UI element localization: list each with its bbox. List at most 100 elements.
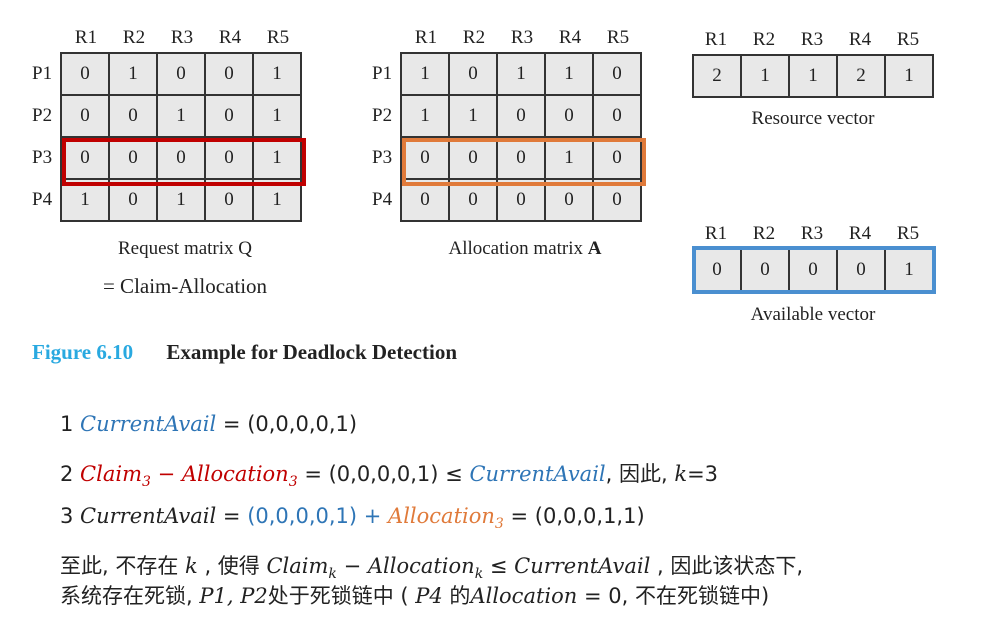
matrix-cell: 0: [62, 96, 108, 136]
available-grid: 0 0 0 0 1: [692, 248, 934, 292]
col-header: R5: [266, 27, 290, 48]
col-header: R3: [510, 27, 534, 48]
matrix-cell: 1: [254, 138, 300, 178]
matrix-cell: 0: [594, 54, 640, 94]
minus-sign: −: [150, 462, 182, 486]
process-name: P4: [415, 584, 443, 608]
request-caption: Request matrix Q: [117, 238, 253, 259]
matrix-cell: 1: [498, 54, 544, 94]
allocation-caption-text: Allocation matrix: [448, 238, 588, 259]
resource-grid: 2 1 1 2 1: [692, 54, 934, 98]
col-header: R4: [218, 27, 242, 48]
matrix-cell: 1: [450, 96, 496, 136]
matrix-cell: 0: [158, 138, 204, 178]
col-header: R4: [558, 27, 582, 48]
matrix-cell: 0: [110, 138, 156, 178]
allocation-caption: Allocation matrix A: [395, 238, 655, 260]
col-header: R3: [800, 223, 824, 244]
vector-cell: 2: [838, 56, 884, 96]
vector-cell: 0: [742, 250, 788, 290]
col-header: R3: [800, 29, 824, 50]
col-header: R5: [896, 223, 920, 244]
step-1: 1 CurrentAvail = (0,0,0,0,1): [60, 412, 357, 436]
vector-cell: 0: [694, 250, 740, 290]
step-2: 2 Claim3 − Allocation3 = (0,0,0,0,1) ≤ C…: [60, 458, 718, 490]
figure-number: Figure 6.10: [32, 340, 134, 364]
minus-sign: −: [336, 554, 368, 578]
vector-cell: 2: [694, 56, 740, 96]
matrix-cell: 0: [546, 96, 592, 136]
conclusion-text: 系统存在死锁,: [60, 584, 200, 608]
conclusion-line-1: 至此, 不存在 k , 使得 Claimk − Allocationk ≤ Cu…: [60, 550, 803, 582]
process-names: P1, P2: [199, 584, 268, 608]
col-header: R1: [74, 27, 98, 48]
row-header: P3: [32, 147, 53, 168]
col-header: R1: [704, 223, 728, 244]
allocation-term: Allocation3: [388, 504, 504, 532]
matrix-cell: 0: [110, 96, 156, 136]
k-var: k: [674, 462, 688, 486]
claim-text: Claim: [80, 462, 142, 486]
matrix-cell: 0: [498, 96, 544, 136]
allocation-grid: 1 0 1 1 0 1 1 0 0 0 0 0 0 1 0 0 0 0 0 0: [400, 52, 642, 222]
figure-title: Example for Deadlock Detection: [166, 340, 458, 364]
matrix-cell: 0: [450, 138, 496, 178]
col-header: R2: [122, 27, 146, 48]
matrix-cell: 0: [450, 180, 496, 220]
matrix-cell: 1: [546, 138, 592, 178]
current-avail-term: CurrentAvail: [514, 554, 651, 578]
matrix-cell: 1: [402, 96, 448, 136]
matrix-cell: 1: [254, 96, 300, 136]
vector-cell: 1: [790, 56, 836, 96]
available-col-headers: R1 R2 R3 R4 R5: [692, 222, 932, 246]
conclusion-line-2: 系统存在死锁, P1, P2处于死锁链中 ( P4 的Allocation = …: [60, 580, 769, 610]
claim-subscript: k: [328, 566, 337, 582]
col-header: R5: [606, 27, 630, 48]
vector-cell: 1: [886, 250, 932, 290]
vector-cell: 1: [742, 56, 788, 96]
row-header: P3: [372, 147, 393, 168]
conclusion-text: 处于死锁链中 (: [267, 584, 416, 608]
vector-cell: 1: [886, 56, 932, 96]
matrix-cell: 0: [206, 96, 252, 136]
step-number: 1: [60, 412, 81, 436]
matrix-cell: 0: [402, 180, 448, 220]
current-avail-term: CurrentAvail: [80, 504, 217, 528]
matrix-cell: 0: [594, 96, 640, 136]
step-eq: = (0,0,0,0,1) ≤: [297, 462, 470, 486]
request-col-headers: R1 R2 R3 R4 R5: [62, 26, 302, 50]
current-avail-term: CurrentAvail: [469, 462, 606, 486]
col-header: R1: [414, 27, 438, 48]
vector-cell: 0: [838, 250, 884, 290]
resource-caption: Resource vector: [751, 108, 875, 129]
matrix-cell: 1: [110, 54, 156, 94]
step-3: 3 CurrentAvail = (0,0,0,0,1) + Allocatio…: [60, 504, 645, 532]
figure-caption: Figure 6.10 Example for Deadlock Detecti…: [32, 340, 457, 365]
matrix-cell: 0: [206, 138, 252, 178]
allocation-subscript: 3: [288, 474, 298, 490]
matrix-cell: 1: [402, 54, 448, 94]
matrix-cell: 0: [110, 180, 156, 220]
matrix-cell: 0: [158, 54, 204, 94]
conclusion-text: 至此, 不存在: [60, 554, 186, 578]
matrix-cell: 0: [206, 180, 252, 220]
claim-term: Claim3 − Allocation3: [80, 462, 298, 490]
matrix-cell: 0: [402, 138, 448, 178]
available-caption: Available vector: [750, 304, 876, 325]
col-header: R5: [896, 29, 920, 50]
col-header: R2: [462, 27, 486, 48]
matrix-cell: 1: [546, 54, 592, 94]
matrix-cell: 0: [206, 54, 252, 94]
vector-cell: 0: [790, 250, 836, 290]
matrix-cell: 1: [254, 54, 300, 94]
allocation-text: Allocation: [367, 554, 475, 578]
matrix-cell: 1: [158, 96, 204, 136]
request-subcaption: = Claim-Allocation: [102, 274, 268, 298]
allocation-text: Allocation: [181, 462, 289, 486]
k-value: =3: [687, 462, 719, 486]
step-number: 2: [60, 462, 81, 486]
matrix-cell: 0: [594, 138, 640, 178]
request-grid: 0 1 0 0 1 0 0 1 0 1 0 0 0 0 1 1 0 1 0 1: [60, 52, 302, 222]
matrix-cell: 1: [158, 180, 204, 220]
allocation-col-headers: R1 R2 R3 R4 R5: [402, 26, 642, 50]
